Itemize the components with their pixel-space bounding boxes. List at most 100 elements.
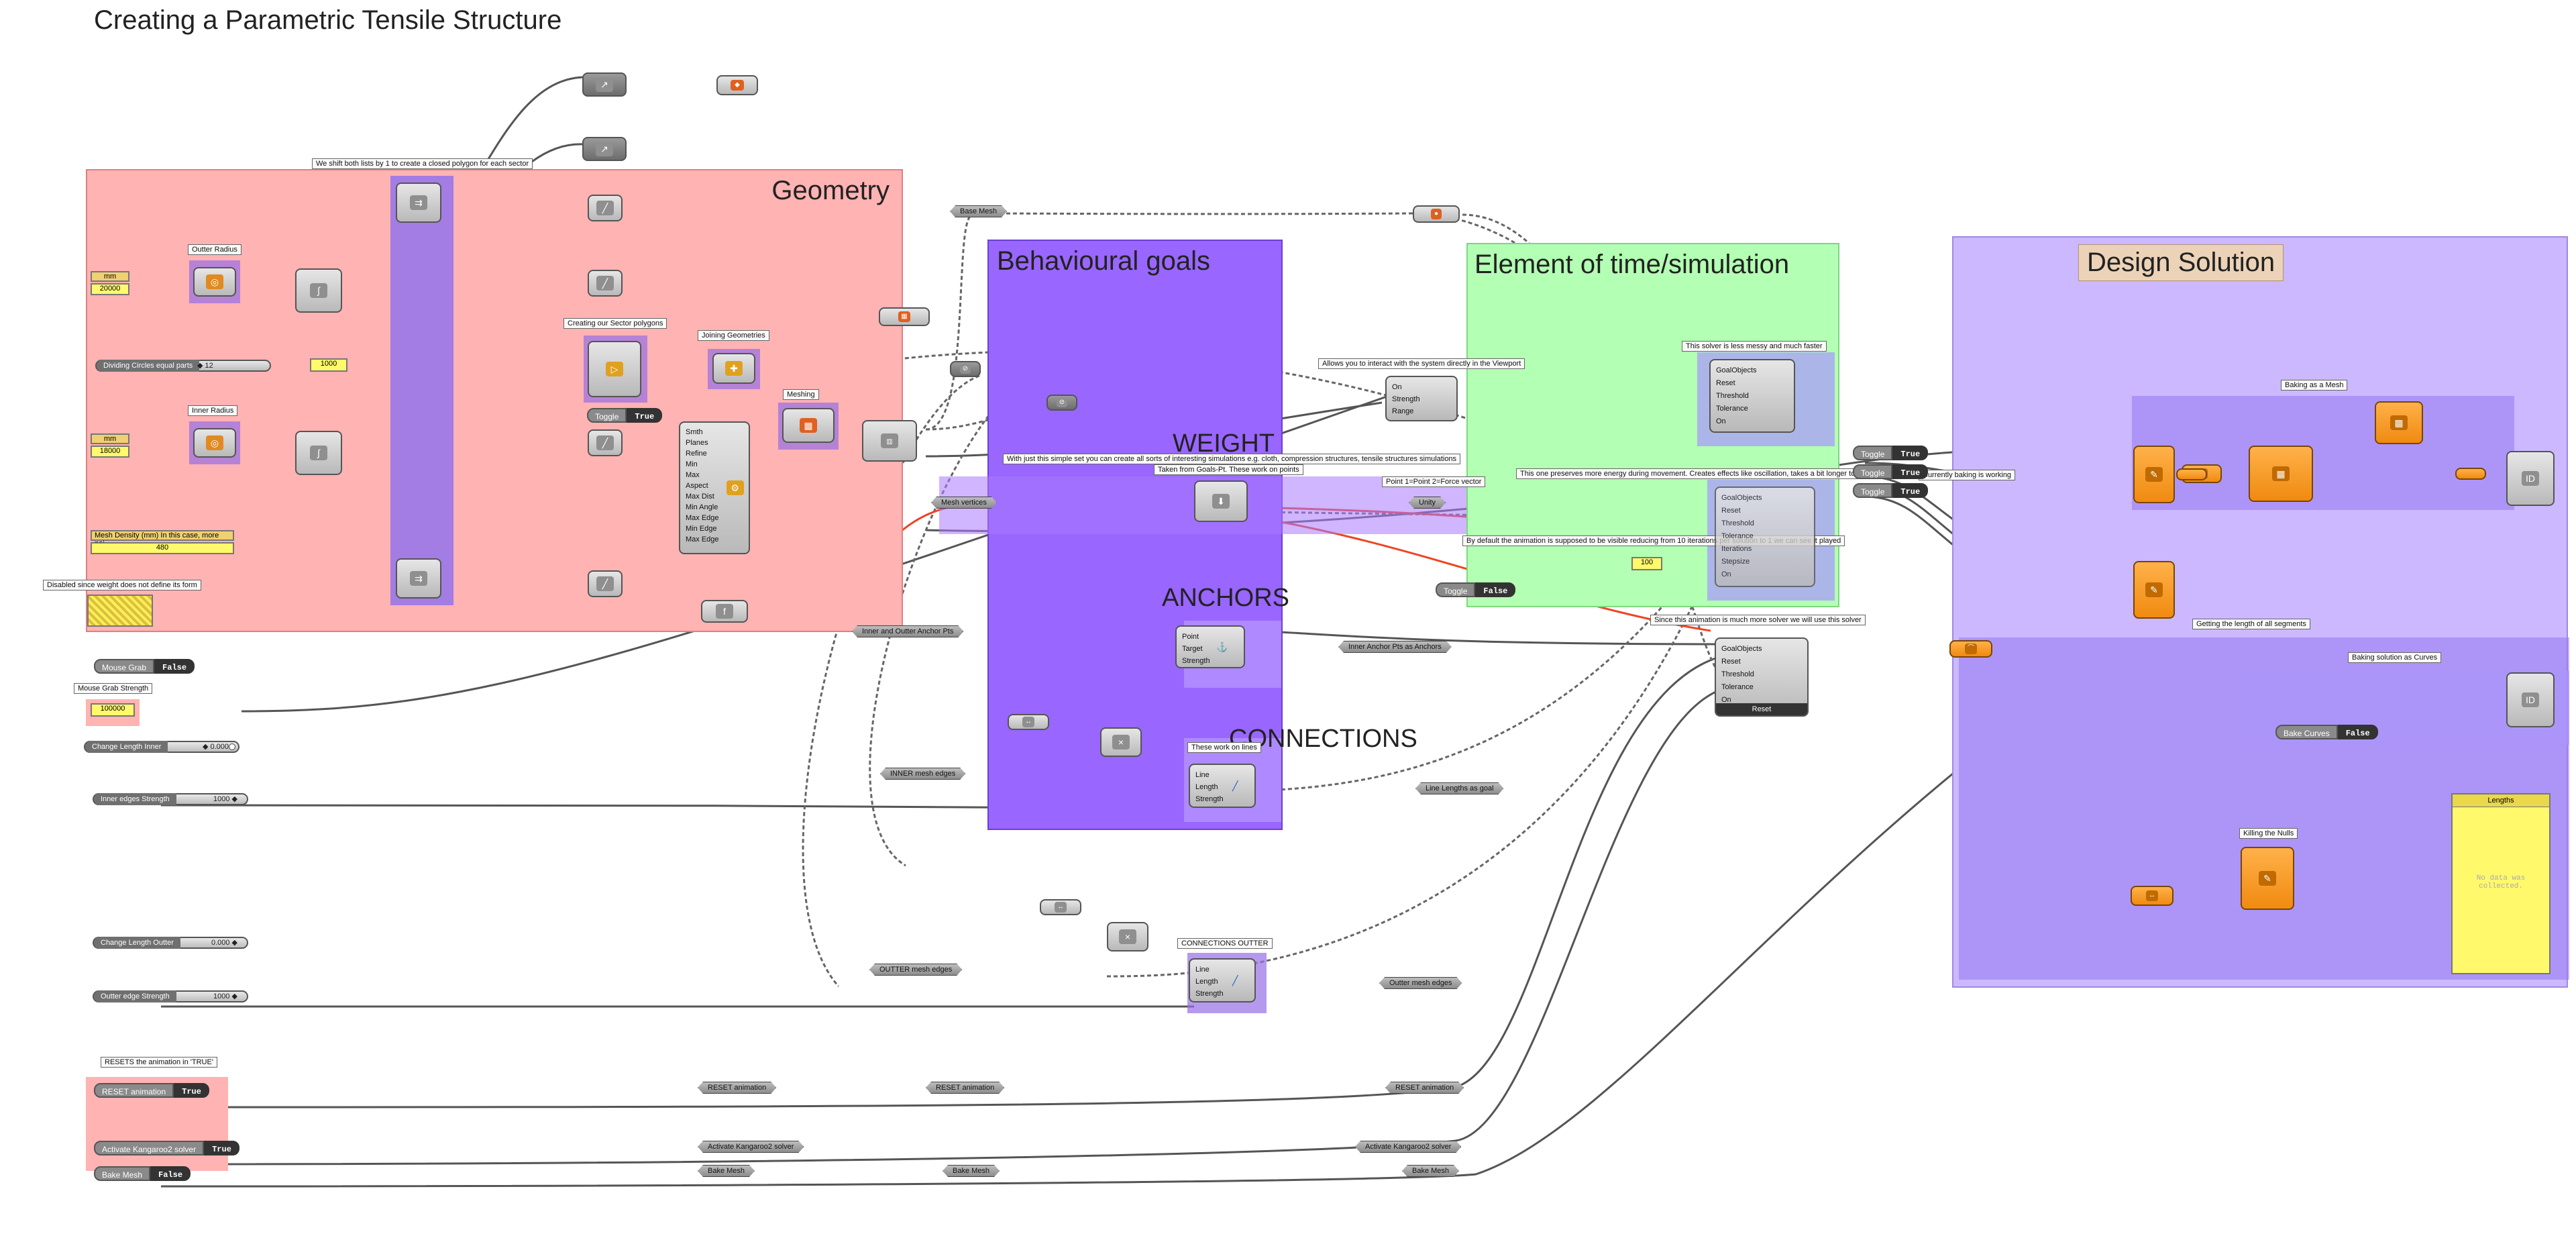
kangaroo-solver-zombie[interactable]: GoalObjects Reset Threshold Tolerance It… <box>1715 486 1815 587</box>
multiply-inner[interactable]: × <box>1100 727 1142 757</box>
relay-inner-mesh-edges[interactable]: INNER mesh edges <box>880 768 965 780</box>
vector-top-1[interactable]: ↗ <box>582 72 627 97</box>
toggle-bake-curves[interactable]: Bake Curves False <box>2275 725 2378 739</box>
slider-change-length-outter[interactable]: Change Length Outter 0.000 ◆ <box>93 937 248 949</box>
input-port[interactable]: Line <box>1195 966 1210 974</box>
curve-length-outter[interactable]: ↔ <box>1040 899 1081 915</box>
line-component-1[interactable]: ╱ <box>588 195 623 221</box>
relay-bake-2[interactable]: Bake Mesh <box>943 1165 1000 1177</box>
input-port[interactable]: GoalObjects <box>1721 494 1762 502</box>
toggle-mouse-grab[interactable]: Mouse Grab False <box>94 659 195 674</box>
input-port[interactable]: On <box>1716 417 1726 425</box>
bake-object-mesh[interactable]: ID <box>2506 451 2555 506</box>
toggle-activate-solver[interactable]: Activate Kangaroo2 solver True <box>94 1141 239 1155</box>
kangaroo-solver-main[interactable]: GoalObjects Reset Threshold Tolerance On… <box>1715 637 1809 717</box>
join-geometry[interactable]: ✚ <box>712 353 755 384</box>
merge-top[interactable]: ◆ <box>716 75 758 95</box>
toggle-iterations[interactable]: Toggle False <box>1436 582 1516 597</box>
length-component[interactable]: ↔ <box>2131 886 2174 906</box>
input-port[interactable]: Target <box>1182 645 1203 653</box>
input-port[interactable]: Planes <box>686 439 708 447</box>
input-port[interactable]: Threshold <box>1716 392 1749 400</box>
input-port[interactable]: Length <box>1195 783 1218 791</box>
input-port[interactable]: Iterations <box>1721 545 1752 553</box>
input-port[interactable]: Reset <box>1716 379 1735 387</box>
toggle-design-1[interactable]: Toggle True <box>1853 446 1929 460</box>
input-port[interactable]: On <box>1721 696 1731 704</box>
divide-curve-inner[interactable]: ∫ <box>295 431 342 475</box>
mouse-eval-component[interactable]: f <box>701 600 748 623</box>
cull-nulls-length[interactable]: ✎ <box>2241 847 2294 910</box>
input-port[interactable]: Point <box>1182 633 1199 641</box>
mesh-settings[interactable]: Smth Planes Refine Min Max Aspect Max Di… <box>679 421 750 554</box>
mouse-strength-panel[interactable]: 100000 <box>91 703 135 717</box>
input-port[interactable]: On <box>1392 383 1402 391</box>
relay-reset-1[interactable]: RESET animation <box>698 1082 776 1094</box>
input-port[interactable]: Line <box>1195 771 1210 779</box>
toggle-design-2[interactable]: Toggle True <box>1853 464 1929 479</box>
gate-component-1[interactable]: ⊘ <box>950 361 981 377</box>
toggle-reset-animation[interactable]: RESET animation True <box>94 1083 209 1098</box>
cull-nulls-bake-1[interactable]: ✎ <box>2133 446 2175 503</box>
circle-component-outer[interactable]: ◎ <box>193 267 236 297</box>
input-port[interactable]: Tolerance <box>1716 405 1748 413</box>
construct-mesh[interactable]: ▦ <box>2375 401 2423 444</box>
deconstruct-grab[interactable]: ● <box>1413 205 1460 223</box>
input-port[interactable]: Strength <box>1182 657 1210 665</box>
relay-mesh-1[interactable] <box>2176 468 2207 480</box>
relay-reset-3[interactable]: RESET animation <box>1385 1082 1464 1094</box>
slider-change-length-inner[interactable]: Change Length Inner ◆ 0.000 <box>84 741 239 753</box>
deconstruct-mesh-bake[interactable]: ▦ <box>2249 446 2313 502</box>
group-geometry[interactable]: Geometry <box>86 169 903 632</box>
input-port[interactable]: GoalObjects <box>1721 645 1762 653</box>
line-component-4[interactable]: ╱ <box>588 570 623 597</box>
input-port[interactable]: Threshold <box>1721 519 1754 527</box>
relay-outter-mesh-edges-2[interactable]: Outter mesh edges <box>1379 977 1462 989</box>
value-panel-20000[interactable]: 20000 <box>91 283 129 295</box>
slider-inner-edges-strength[interactable]: Inner edges Strength 1000 ◆ <box>93 793 248 805</box>
input-port[interactable]: Smth <box>686 428 703 436</box>
relay-line-lengths[interactable]: Line Lengths as goal <box>1415 782 1504 794</box>
kangaroo-solver-bouncy[interactable]: GoalObjects Reset Threshold Tolerance On <box>1709 359 1795 433</box>
input-port[interactable]: Stepsize <box>1721 558 1750 566</box>
input-port[interactable]: Strength <box>1195 795 1224 803</box>
toggle-design-3[interactable]: Toggle True <box>1853 483 1929 498</box>
input-port[interactable]: Max Edge <box>686 514 719 522</box>
input-port[interactable]: Min Edge <box>686 525 717 533</box>
input-port[interactable]: On <box>1721 570 1731 578</box>
shift-list-top[interactable]: ⇉ <box>396 183 441 223</box>
divide-curve-outer[interactable]: ∫ <box>295 268 342 313</box>
curve-length-inner[interactable]: ↔ <box>1008 714 1049 730</box>
value-panel-18000[interactable]: 18000 <box>91 446 129 458</box>
input-port[interactable]: Reset <box>1721 507 1741 515</box>
input-port[interactable]: Length <box>1195 978 1218 986</box>
input-port[interactable]: Max <box>686 471 700 479</box>
input-port[interactable]: Strength <box>1392 395 1420 403</box>
slider-outter-edge-strength[interactable]: Outter edge Strength 1000 ◆ <box>93 990 248 1002</box>
toggle-bake-mesh[interactable]: Bake Mesh False <box>94 1166 191 1181</box>
line-component-2[interactable]: ╱ <box>588 270 623 297</box>
value-panel-1000[interactable]: 1000 <box>310 358 347 372</box>
cull-nulls-bake-2[interactable]: ✎ <box>2133 561 2175 619</box>
slider-dividing-circles[interactable]: Dividing Circles equal parts ◆ 12 <box>95 360 271 372</box>
input-port[interactable]: Tolerance <box>1721 532 1754 540</box>
goal-length-outter[interactable]: Line Length Strength ╱ <box>1189 958 1256 1002</box>
goal-load[interactable]: ⬇ <box>1194 480 1248 522</box>
relay-mesh-2[interactable] <box>2455 468 2486 480</box>
solver-reset-button[interactable]: Reset <box>1716 703 1807 715</box>
goal-grab[interactable]: On Strength Range <box>1385 376 1458 421</box>
relay-reset-2[interactable]: RESET animation <box>926 1082 1004 1094</box>
multiply-outter[interactable]: × <box>1107 922 1148 951</box>
input-port[interactable]: Threshold <box>1721 670 1754 678</box>
goal-anchor[interactable]: Point Target Strength ⚓ <box>1175 625 1245 668</box>
input-port[interactable]: Range <box>1392 407 1414 415</box>
input-port[interactable]: Max Edge <box>686 535 719 544</box>
shift-list-bottom[interactable]: ⇉ <box>396 558 441 599</box>
input-port[interactable]: Max Dist <box>686 493 714 501</box>
vector-top-2[interactable]: ↗ <box>582 137 627 161</box>
relay-inner-anchor-pts[interactable]: Inner Anchor Pts as Anchors <box>1338 641 1452 653</box>
curve-param[interactable]: ⌒ <box>1949 640 1992 658</box>
relay-bake-3[interactable]: Bake Mesh <box>1402 1165 1459 1177</box>
relay-activate-1[interactable]: Activate Kangaroo2 solver <box>698 1141 804 1153</box>
